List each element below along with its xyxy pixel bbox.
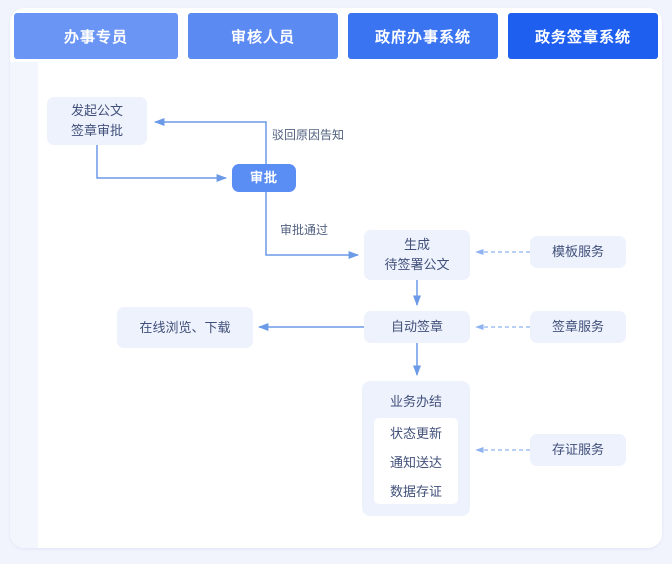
node-business-completion[interactable]: 业务办结 状态更新 通知送达 数据存证: [362, 381, 470, 516]
node-line: 自动签章: [390, 319, 443, 334]
completion-item: 状态更新: [389, 425, 442, 441]
group-title: 业务办结: [389, 394, 442, 409]
role-tab-bar: 办事专员 审核人员 政府办事系统 政务签章系统: [14, 13, 658, 59]
node-approval[interactable]: 审批: [232, 164, 296, 192]
node-line: 生成: [403, 237, 430, 252]
tab-label: 政务签章系统: [534, 28, 631, 46]
node-evidence-service[interactable]: 存证服务: [530, 434, 626, 466]
edge-label-approval-passed: 审批通过: [280, 223, 329, 237]
node-online-browse-download[interactable]: 在线浏览、下载: [117, 307, 253, 348]
node-line: 审批: [249, 170, 278, 185]
node-seal-service[interactable]: 签章服务: [530, 311, 626, 343]
edge-label-reject-reason: 驳回原因告知: [272, 128, 345, 142]
node-line: 签章审批: [70, 123, 123, 138]
completion-item-panel: 状态更新 通知送达 数据存证: [374, 418, 458, 504]
node-line: 签章服务: [551, 319, 604, 334]
node-line: 发起公文: [70, 103, 123, 118]
tab-role-2[interactable]: 审核人员: [188, 13, 338, 59]
left-lane-band: [10, 62, 38, 548]
node-line: 在线浏览、下载: [139, 319, 231, 335]
node-line: 模板服务: [551, 244, 604, 259]
diagram-card: [10, 8, 662, 548]
tab-label: 审核人员: [230, 28, 295, 46]
node-auto-seal[interactable]: 自动签章: [364, 311, 470, 343]
tab-role-3[interactable]: 政府办事系统: [348, 13, 498, 59]
node-generate-document[interactable]: 生成 待签署公文: [364, 230, 470, 280]
node-line: 待签署公文: [384, 257, 450, 272]
tab-role-4[interactable]: 政务签章系统: [508, 13, 658, 59]
completion-item: 通知送达: [389, 454, 442, 470]
tab-label: 政府办事系统: [374, 28, 471, 46]
node-template-service[interactable]: 模板服务: [530, 236, 626, 268]
tab-role-1[interactable]: 办事专员: [14, 13, 178, 59]
node-initiate-approval[interactable]: 发起公文 签章审批: [47, 97, 147, 145]
completion-item: 数据存证: [389, 483, 442, 499]
tab-label: 办事专员: [63, 28, 128, 46]
node-line: 存证服务: [551, 442, 604, 457]
